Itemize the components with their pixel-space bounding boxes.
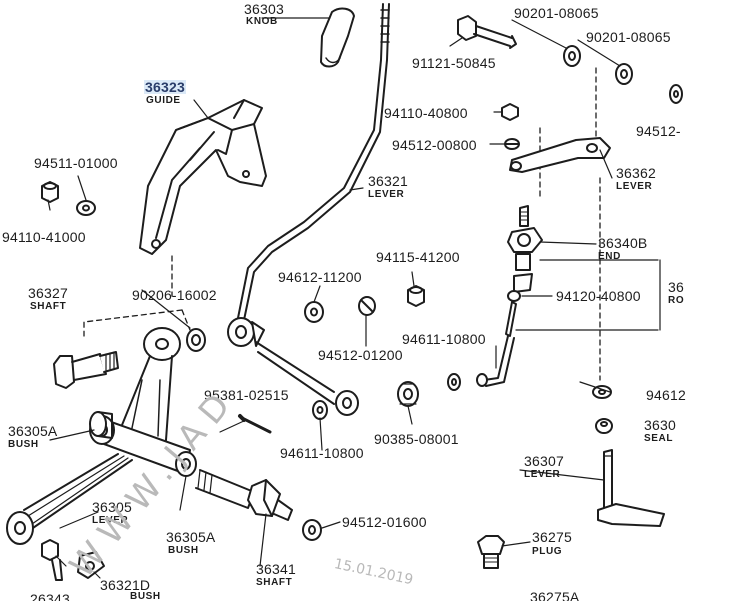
part-number-36362: 36362 xyxy=(616,165,656,181)
part-name-36275: PLUG xyxy=(532,546,563,557)
washer-94611-10800-upper xyxy=(447,373,461,391)
hw-90201-08065-b: 90201-08065 xyxy=(586,29,671,45)
hw-94511-01000: 94511-01000 xyxy=(34,155,118,171)
part-number-36275A: 36275A xyxy=(530,589,580,601)
hw-94612-11200: 94612-11200 xyxy=(278,269,362,285)
part-name-seal-right: SEAL xyxy=(644,433,674,444)
part-name-36327: SHAFT xyxy=(30,301,67,312)
part-name-36-right: RO xyxy=(668,295,685,306)
part-number-36305A-lower: 36305A xyxy=(166,529,216,545)
part-number-36305: 36305 xyxy=(92,499,132,515)
hw-94115-41200: 94115-41200 xyxy=(376,249,460,265)
washer-94612-right xyxy=(592,385,612,399)
washer-94512-01600 xyxy=(302,519,322,541)
washer-94612-11200 xyxy=(304,301,324,323)
lever-36307-part xyxy=(597,449,665,527)
washer-right-edge xyxy=(669,84,683,104)
lockwasher-94512-01200 xyxy=(358,296,376,316)
hw-94120-40800: 94120-40800 xyxy=(556,288,641,304)
hw-94611-10800-upper: 94611-10800 xyxy=(402,331,486,347)
part-number-36307: 36307 xyxy=(524,453,564,469)
part-number-36305A-upper: 36305A xyxy=(8,423,58,439)
seal-right xyxy=(595,418,613,434)
part-number-36321: 36321 xyxy=(368,173,408,189)
part-name-36340B: END xyxy=(598,251,621,262)
part-number-36-right: 36 xyxy=(668,279,684,295)
part-number-36341: 36341 xyxy=(256,561,296,577)
shift-rod-part xyxy=(476,301,517,387)
guide-bracket-part xyxy=(139,99,267,255)
part-name-36341: SHAFT xyxy=(256,577,293,588)
hw-94110-40800: 94110-40800 xyxy=(384,105,468,121)
lockwasher-94512-00800 xyxy=(504,138,520,150)
part-name-36305A-lower: BUSH xyxy=(168,545,199,556)
part-name-36362: LEVER xyxy=(616,181,653,192)
part-number-36323: 36323 xyxy=(144,79,186,95)
hw-90385-08001: 90385-08001 xyxy=(374,431,459,447)
part-number-36340B: 36340B xyxy=(598,235,648,251)
hw-94110-41000: 94110-41000 xyxy=(2,229,86,245)
hw-94612-right: 94612 xyxy=(646,387,686,403)
hw-94512-right: 94512- xyxy=(636,123,681,139)
hw-90206-16002: 90206-16002 xyxy=(132,287,217,303)
part-name-36321D: BUSH xyxy=(130,591,161,601)
part-number-3630-right: 3630 xyxy=(644,417,676,433)
part-name-36305: LEVER xyxy=(92,515,129,526)
hw-94512-01200: 94512-01200 xyxy=(318,347,403,363)
shift-lever-part xyxy=(227,3,390,416)
part-name-36307: LEVER xyxy=(524,469,561,480)
part-number-36275: 36275 xyxy=(532,529,572,545)
bush-36305A-lower xyxy=(175,451,197,477)
hw-94512-01600: 94512-01600 xyxy=(342,514,427,530)
part-name-36321: LEVER xyxy=(368,189,405,200)
bushing-90385-08001 xyxy=(397,381,419,407)
pin-95381-02515 xyxy=(238,414,272,434)
leader-lines xyxy=(47,17,661,579)
washer-90201-08065-a xyxy=(563,45,581,67)
end-36340B-part xyxy=(507,205,543,293)
washer-90201-08065-b xyxy=(615,63,633,85)
hw-91121-50845: 91121-50845 xyxy=(412,55,496,71)
hw-95381-02515: 95381-02515 xyxy=(204,387,289,403)
shaft-36327-part xyxy=(53,351,119,389)
nut-94120-40800 xyxy=(507,290,521,302)
nut-94115-41200 xyxy=(407,285,425,307)
nut-94110-40800 xyxy=(501,103,519,121)
shaft-36341-part xyxy=(195,469,293,521)
part-number-36321D: 36321D xyxy=(100,577,151,593)
hw-94611-10800-lower: 94611-10800 xyxy=(280,445,364,461)
part-name-36305A-upper: BUSH xyxy=(8,439,39,450)
bush-36321D xyxy=(77,551,105,579)
part-number-26343: 26343 xyxy=(30,591,70,601)
lever-36362-part xyxy=(509,137,611,173)
part-number-36303: 36303 xyxy=(244,1,284,17)
knob-part xyxy=(320,7,355,68)
plug-36275-part xyxy=(477,535,505,569)
part-number-36327: 36327 xyxy=(28,285,68,301)
nut-and-washer-left xyxy=(41,181,96,216)
part-name-36323: GUIDE xyxy=(146,95,181,106)
part-name-36303: KNOB xyxy=(246,16,278,27)
bolt-91121-50845 xyxy=(457,15,517,49)
hw-90201-08065-a: 90201-08065 xyxy=(514,5,599,21)
washer-94611-10800-lower xyxy=(312,400,328,420)
hw-94512-00800: 94512-00800 xyxy=(392,137,477,153)
washer-90206-16002 xyxy=(186,328,206,352)
bolt-26343 xyxy=(41,539,63,581)
